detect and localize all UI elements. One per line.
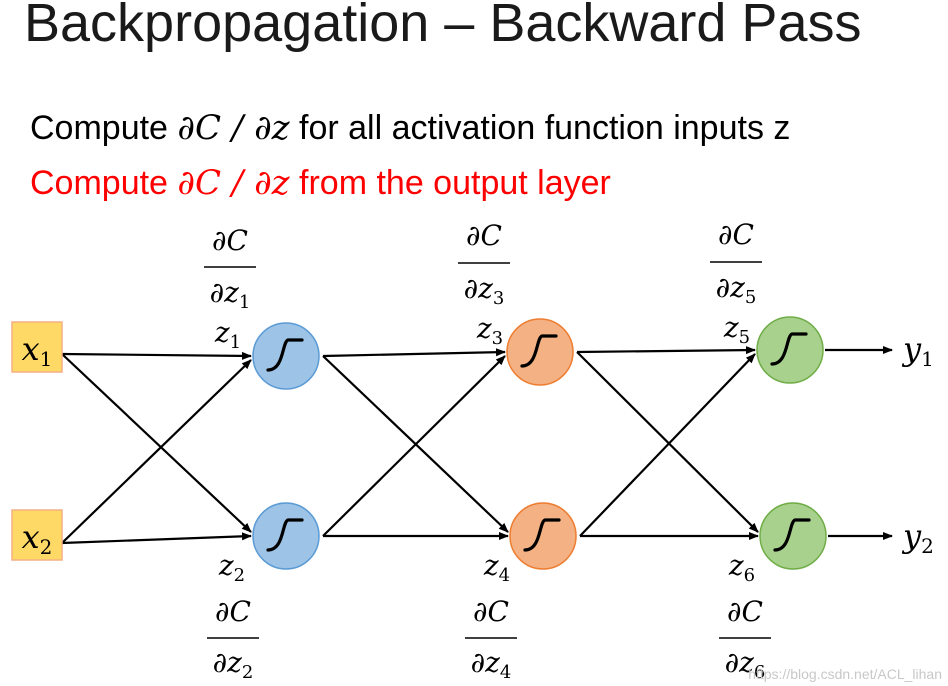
input-box-1: [11, 321, 63, 373]
sigmoid-icon: [520, 334, 558, 368]
z-label-1: z1: [214, 316, 241, 353]
edge-z1-z3: [322, 348, 506, 358]
sigmoid-icon: [523, 518, 561, 552]
edge-x1-z1: [61, 351, 252, 360]
slide-title: Backpropagation – Backward Pass: [24, 0, 862, 53]
gradient-fraction-6: ∂C ∂z6: [719, 595, 771, 683]
watermark: https://blog.csdn.net/ACL_lihan: [748, 666, 942, 682]
sigmoid-icon: [266, 518, 304, 552]
instruction-1-math: ∂C / ∂z: [177, 108, 290, 148]
input-box-2: [11, 509, 63, 561]
gradient-denominator: ∂z3: [464, 272, 505, 309]
gradient-numerator: ∂C: [212, 224, 248, 257]
z-label-5: z5: [723, 311, 750, 348]
input-label-2: x2: [22, 518, 53, 559]
z-label-6: z6: [728, 549, 755, 586]
neuron-3: [506, 318, 574, 386]
gradient-denominator: ∂z6: [725, 646, 766, 683]
neuron-6: [759, 502, 827, 570]
neuron-1: [252, 322, 320, 390]
instruction-line-2: Compute ∂C / ∂z from the output layer: [30, 163, 611, 203]
gradient-numerator: ∂C: [466, 219, 502, 252]
instruction-2-suffix: from the output layer: [289, 164, 611, 202]
gradient-denominator: ∂z1: [210, 276, 251, 313]
gradient-fraction-1: ∂C ∂z1: [204, 224, 256, 313]
edge-x2-z1: [61, 359, 252, 544]
z-label-4: z4: [483, 549, 510, 586]
edge-z2-z3: [322, 355, 506, 537]
edge-z3-z6: [576, 351, 759, 533]
instruction-2-math: ∂C / ∂z: [177, 163, 290, 203]
gradient-denominator: ∂z2: [213, 646, 254, 683]
gradient-denominator: ∂z5: [716, 271, 757, 308]
z-label-3: z3: [476, 312, 503, 349]
network-labels: x1 x2 z1 z2 z3 z4 z5 z6 ∂C ∂z1 ∂C ∂z2 ∂C ∂z3 ∂C ∂z4 ∂C ∂z…: [22, 218, 934, 683]
output-label-2: y2: [901, 517, 934, 558]
sigmoid-icon: [770, 332, 808, 366]
neuron-2: [252, 502, 320, 570]
network-nodes: [11, 316, 827, 570]
edge-z3-z5: [576, 346, 756, 355]
gradient-fraction-3: ∂C ∂z3: [458, 219, 510, 309]
gradient-fraction-4: ∂C ∂z4: [465, 595, 517, 683]
z-label-2: z2: [218, 549, 245, 586]
neuron-5: [756, 316, 824, 384]
input-label-1: x1: [22, 330, 53, 371]
gradient-numerator: ∂C: [215, 595, 251, 628]
instruction-1-prefix: Compute: [30, 109, 178, 147]
gradient-numerator: ∂C: [718, 218, 754, 251]
instruction-2-prefix: Compute: [30, 164, 178, 202]
gradient-fraction-5: ∂C ∂z5: [710, 218, 762, 308]
connection-edges: [61, 346, 893, 545]
instruction-line-1: Compute ∂C / ∂z for all activation funct…: [30, 108, 790, 148]
edge-x2-z2: [61, 532, 252, 545]
sigmoid-icon: [773, 518, 811, 552]
gradient-numerator: ∂C: [727, 595, 763, 628]
edge-x1-z2: [61, 353, 252, 533]
sigmoid-icon: [266, 338, 304, 372]
instruction-1-suffix: for all activation function inputs z: [289, 109, 791, 147]
gradient-fraction-2: ∂C ∂z2: [207, 595, 259, 683]
edge-z4-z5: [579, 353, 756, 537]
neuron-4: [509, 502, 577, 570]
gradient-numerator: ∂C: [473, 595, 509, 628]
output-label-1: y1: [901, 330, 934, 371]
gradient-denominator: ∂z4: [471, 646, 512, 683]
